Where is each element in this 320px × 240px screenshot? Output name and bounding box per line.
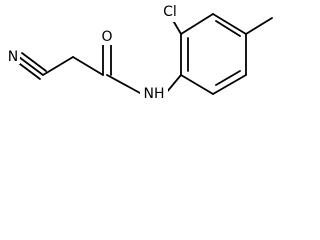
- atom-label-nitrile-n-group: N: [6, 48, 20, 65]
- benzene-ring: [180, 13, 247, 95]
- bond-c-ch2: [42, 56, 74, 76]
- carbonyl-double-bond: [102, 40, 112, 76]
- bond-ring-methyl: [245, 17, 273, 35]
- atom-label-chlorine: Cl: [163, 4, 177, 20]
- bond-nh-ring: [165, 74, 182, 94]
- atom-label-chlorine-group: Cl: [158, 4, 182, 22]
- bond-carbonyl-nh: [106, 74, 141, 94]
- nitrile-triple-bond: [15, 52, 47, 80]
- atom-label-oxygen-group: O: [99, 29, 115, 45]
- atom-label-oxygen: O: [101, 29, 112, 45]
- chemical-structure-canvas: N O NH Cl: [0, 0, 289, 109]
- atom-label-nitrile-n: N: [8, 49, 18, 65]
- bond-ch2-carbonyl: [72, 56, 104, 76]
- atom-label-nh-group: NH: [140, 84, 168, 102]
- molecule-diagram: N O NH Cl: [6, 4, 273, 102]
- atom-label-nh: NH: [144, 86, 165, 102]
